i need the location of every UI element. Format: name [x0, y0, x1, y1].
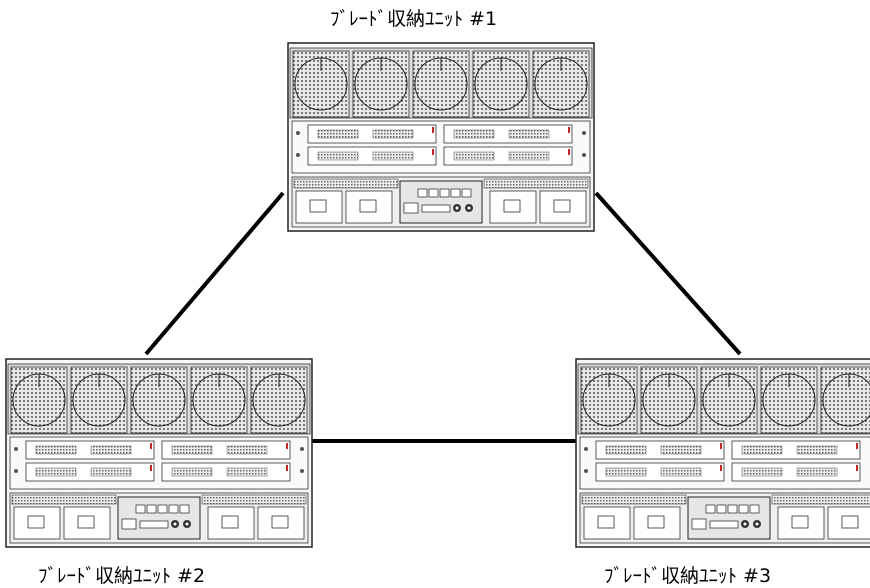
link-unit1-unit2 [144, 191, 285, 356]
unit-2-label: ﾌﾞﾚｰﾄﾞ収納ﾕﾆｯﾄ #2 [38, 565, 206, 587]
blade-chassis-unit-1 [287, 42, 595, 232]
unit-3-label: ﾌﾞﾚｰﾄﾞ収納ﾕﾆｯﾄ #3 [604, 565, 772, 587]
blade-chassis-unit-2 [5, 358, 313, 548]
blade-chassis-unit-3 [575, 358, 870, 548]
link-unit1-unit3 [594, 191, 742, 356]
unit-1-label: ﾌﾞﾚｰﾄﾞ収納ﾕﾆｯﾄ #1 [330, 8, 498, 30]
